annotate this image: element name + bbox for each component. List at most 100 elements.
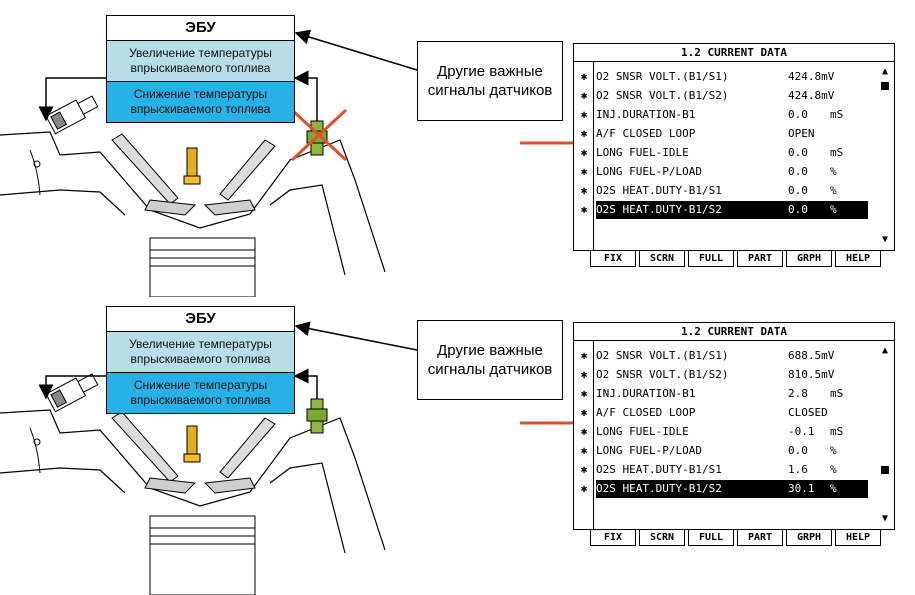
parameter-value: 30.1 [788, 482, 815, 495]
data-row[interactable]: ✱ LONG FUEL-P/LOAD 0.0% [574, 442, 874, 460]
scanner-data-list: ✱ O2 SNSR VOLT.(B1/S1) 688.5mV ✱ O2 SNSR VOL… [574, 341, 894, 529]
parameter-name: O2S HEAT.DUTY-B1/S2 [596, 203, 722, 216]
fkey-part[interactable]: PART [737, 250, 783, 267]
parameter-name: LONG FUEL-P/LOAD [596, 444, 702, 457]
parameter-value: 424.8mV [788, 70, 835, 83]
scanner-screen: 1.2 CURRENT DATA ✱ O2 SNSR VOLT.(B1/S1) 68… [573, 322, 895, 530]
selected-star-icon: ✱ [580, 89, 588, 102]
parameter-unit: % [830, 203, 837, 216]
parameter-value: 2.8 [788, 387, 808, 400]
fkey-grph[interactable]: GRPH [786, 529, 832, 546]
parameter-name: INJ.DURATION-B1 [596, 108, 696, 121]
scrollbar[interactable]: ▲ ▼ [879, 345, 891, 525]
diagram-panel-open-loop: ЭБУ Увеличение температуры впрыскиваемог… [0, 0, 915, 297]
data-row[interactable]: ✱O2 SNSR VOLT.(B1/S2)424.8mV [574, 87, 874, 105]
scanner-divider [593, 341, 594, 529]
fkey-grph[interactable]: GRPH [786, 250, 832, 267]
scroll-down-arrow-icon[interactable]: ▼ [881, 234, 889, 245]
parameter-value: -0.1 [788, 425, 815, 438]
selected-star-icon: ✱ [580, 184, 588, 197]
parameter-value: 0.0 [788, 165, 808, 178]
parameter-value: 810.5mV [788, 368, 835, 381]
fkey-scrn[interactable]: SCRN [639, 529, 685, 546]
fkey-full[interactable]: FULL [688, 529, 734, 546]
fkey-fix[interactable]: FIX [590, 250, 636, 267]
selected-star-icon: ✱ [580, 368, 588, 381]
ecu-title: ЭБУ [107, 307, 294, 332]
parameter-name: O2S HEAT.DUTY-B1/S1 [596, 463, 722, 476]
selected-star-icon: ✱ [580, 482, 588, 495]
parameter-value: 0.0 [788, 444, 808, 457]
parameter-value: OPEN [788, 127, 815, 140]
parameter-name: O2S HEAT.DUTY-B1/S1 [596, 184, 722, 197]
scrollbar[interactable]: ▲ ▼ [879, 66, 891, 246]
data-row[interactable]: ✱O2 SNSR VOLT.(B1/S1)424.8mV [574, 68, 874, 86]
other-sensor-signals-box: Другие важные сигналы датчиков [417, 41, 563, 121]
parameter-name: O2 SNSR VOLT.(B1/S1) [596, 349, 729, 362]
scroll-down-arrow-icon[interactable]: ▼ [881, 513, 889, 524]
fkey-help[interactable]: HELP [835, 250, 881, 267]
selected-star-icon: ✱ [580, 387, 588, 400]
fkey-full[interactable]: FULL [688, 250, 734, 267]
parameter-name: O2 SNSR VOLT.(B1/S1) [596, 70, 729, 83]
scanner-screen: 1.2 CURRENT DATA ✱ O2 SNSR VOLT.(B1/S1) 42… [573, 43, 895, 251]
scroll-thumb[interactable] [881, 82, 889, 90]
parameter-name: O2 SNSR VOLT.(B1/S2) [596, 89, 729, 102]
parameter-unit: % [830, 165, 837, 178]
selected-star-icon: ✱ [580, 127, 588, 140]
selected-star-icon: ✱ [580, 425, 588, 438]
data-row[interactable]: ✱ INJ.DURATION-B1 2.8 mS [574, 385, 874, 403]
parameter-value: 0.0 [788, 203, 808, 216]
parameter-value: 0.0 [788, 184, 808, 197]
ecu-title: ЭБУ [107, 16, 294, 41]
selected-star-icon: ✱ [580, 444, 588, 457]
parameter-name: O2S HEAT.DUTY-B1/S2 [596, 482, 722, 495]
engine-diagram [0, 321, 593, 595]
parameter-unit: % [830, 463, 837, 476]
fkey-part[interactable]: PART [737, 529, 783, 546]
scanner-title: 1.2 CURRENT DATA [574, 44, 894, 62]
scroll-up-arrow-icon[interactable]: ▲ [881, 345, 889, 356]
fkey-scrn[interactable]: SCRN [639, 250, 685, 267]
data-row[interactable]: ✱ O2S HEAT.DUTY-B1/S2 30.1% [574, 480, 874, 498]
ecu-increase-fuel-temp: Увеличение температуры впрыскиваемого то… [107, 41, 294, 82]
parameter-value: 1.6 [788, 463, 808, 476]
ecu-decrease-fuel-temp: Снижение температуры впрыскиваемого топл… [107, 82, 294, 122]
data-row[interactable]: ✱O2 SNSR VOLT.(B1/S1)688.5mV [574, 347, 874, 365]
parameter-value: 688.5mV [788, 349, 835, 362]
engine-diagram [0, 29, 593, 297]
parameter-unit: mS [830, 146, 844, 159]
ecu-increase-fuel-temp: Увеличение температуры впрыскиваемого то… [107, 332, 294, 373]
ecu-block: ЭБУ Увеличение температуры впрыскиваемог… [106, 306, 295, 414]
parameter-name: A/F CLOSED LOOP [596, 406, 696, 419]
scanner-title: 1.2 CURRENT DATA [574, 323, 894, 341]
parameter-value: 0.0 [788, 108, 808, 121]
parameter-name: LONG FUEL-IDLE [596, 146, 689, 159]
selected-star-icon: ✱ [580, 108, 588, 121]
parameter-value: CLOSED [788, 406, 828, 419]
data-row[interactable]: ✱ O2S HEAT.DUTY-B1/S1 0.0% [574, 182, 874, 200]
parameter-unit: % [830, 184, 837, 197]
parameter-unit: mS [830, 387, 844, 400]
data-row[interactable]: ✱ O2 SNSR VOLT.(B1/S2) 810.5mV [574, 366, 874, 384]
fkey-fix[interactable]: FIX [590, 529, 636, 546]
scroll-up-arrow-icon[interactable]: ▲ [881, 66, 889, 77]
parameter-name: INJ.DURATION-B1 [596, 387, 696, 400]
parameter-name: LONG FUEL-IDLE [596, 425, 689, 438]
ecu-block: ЭБУ Увеличение температуры впрыскиваемог… [106, 15, 295, 123]
fkey-help[interactable]: HELP [835, 529, 881, 546]
parameter-name: O2 SNSR VOLT.(B1/S2) [596, 368, 729, 381]
parameter-unit: % [830, 482, 837, 495]
parameter-unit: % [830, 444, 837, 457]
scroll-thumb[interactable] [881, 466, 889, 474]
